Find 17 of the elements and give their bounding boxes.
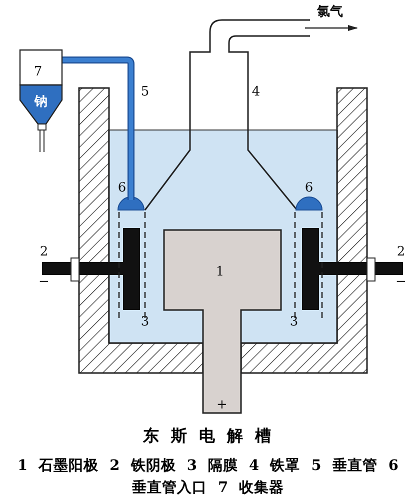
callout-number: 3 — [290, 316, 298, 328]
material-label: 钠 — [34, 96, 48, 108]
title: 东斯电解槽 — [142, 426, 284, 446]
callout-number: 7 — [34, 66, 42, 78]
callout-number: 6 — [304, 182, 314, 194]
polarity-sign: − — [38, 276, 50, 288]
polarity-sign: + — [216, 398, 228, 412]
callout-number: 4 — [252, 86, 260, 98]
callout-number: 6 — [118, 182, 126, 194]
callout-number: 2 — [396, 246, 406, 258]
callout-number: 5 — [140, 86, 150, 98]
callout-number: 2 — [40, 246, 48, 258]
callout-number: 1 — [216, 266, 224, 278]
gas-label: 氯气 — [317, 6, 343, 18]
callout-number: 3 — [140, 316, 150, 328]
polarity-sign: − — [396, 276, 406, 288]
caption: 1 石墨阳极 2 铁阴极 3 隔膜 4 铁罩 5 垂直管 6 垂直管入口 7 收集器 — [16, 456, 400, 498]
